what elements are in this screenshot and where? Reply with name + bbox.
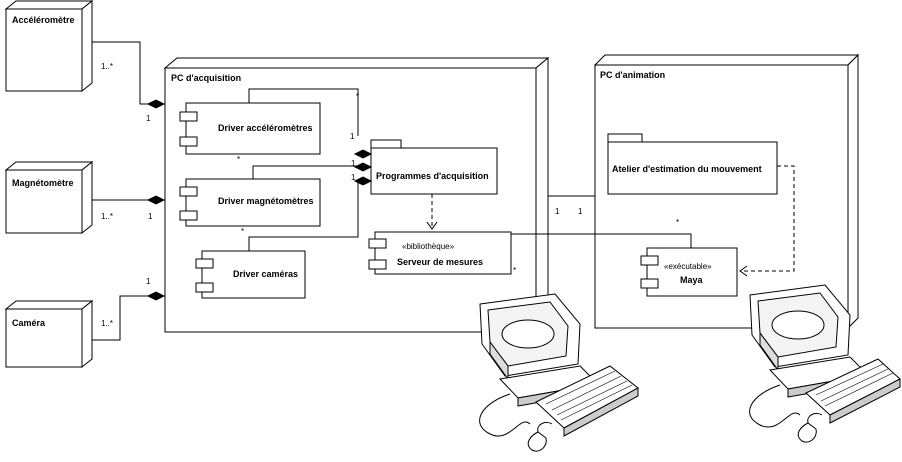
node-title: Caméra — [12, 318, 46, 328]
computer-workstation-icon — [479, 293, 639, 452]
multiplicity: 1 — [578, 207, 583, 216]
driver-connections — [248, 88, 359, 251]
multiplicity: 1 — [148, 212, 153, 221]
multiplicity-labels: 1..* 1 1..* 1 1..* 1 * 1 1 1 * * 1 1 * * — [101, 62, 679, 328]
dependency-programmes-serveur — [426, 194, 438, 230]
connection-accelerometre — [92, 41, 156, 105]
multiplicity: * — [676, 218, 679, 227]
multiplicity: 1 — [555, 207, 560, 216]
programmes-diamonds — [353, 149, 373, 186]
component-name: Driver accéléromètres — [218, 123, 313, 133]
component-name: Driver magnétomètres — [218, 196, 314, 206]
component-name: Maya — [680, 275, 704, 285]
node-accelerometre: Accéléromètre — [4, 0, 94, 93]
multiplicity: 1 — [146, 277, 151, 286]
multiplicity: 1..* — [101, 212, 113, 221]
component-maya: «exécutable» Maya — [640, 247, 738, 297]
node-title: PC d'acquisition — [171, 73, 241, 83]
package-atelier-estimation: Atelier d'estimation du mouvement — [607, 133, 778, 195]
multiplicity: 1 — [351, 159, 356, 168]
multiplicity: 1 — [351, 173, 356, 182]
computer-workstation-icon — [749, 284, 901, 443]
multiplicity: * — [356, 92, 359, 101]
component-stereotype: «exécutable» — [664, 262, 712, 271]
multiplicity: 1 — [146, 114, 151, 123]
node-title: Accéléromètre — [12, 15, 75, 25]
dependency-atelier-maya — [739, 165, 795, 277]
link-serveur-maya — [510, 233, 692, 253]
node-title: PC d'animation — [600, 70, 665, 80]
package-programmes-acquisition: Programmes d'acquisition — [370, 139, 498, 195]
multiplicity: 1 — [350, 132, 355, 141]
package-name: Programmes d'acquisition — [376, 171, 489, 181]
component-stereotype: «bibliothèque» — [402, 242, 455, 251]
multiplicity: 1..* — [101, 319, 113, 328]
connection-camera — [92, 295, 156, 341]
node-title: Magnétomètre — [12, 178, 74, 188]
multiplicity: * — [241, 227, 244, 236]
connection-driver-camera — [248, 181, 359, 251]
multiplicity: 1..* — [101, 62, 113, 71]
component-name: Driver caméras — [233, 269, 298, 279]
multiplicity: * — [237, 155, 240, 164]
node-camera: Caméra — [4, 299, 94, 369]
package-name: Atelier d'estimation du mouvement — [612, 164, 762, 174]
component-driver-magnetometres: Driver magnétomètres — [179, 178, 321, 227]
connection-driver-magneto — [252, 165, 358, 179]
sensor-connections — [92, 41, 156, 341]
aggregation-diamonds — [146, 99, 166, 301]
connection-driver-accel — [248, 88, 359, 136]
network-links — [510, 195, 692, 253]
component-name: Serveur de mesures — [397, 257, 483, 267]
multiplicity: * — [513, 266, 516, 275]
node-magnetometre: Magnétomètre — [4, 160, 94, 235]
component-serveur-mesures: «bibliothèque» Serveur de mesures — [368, 231, 512, 275]
component-driver-accelerometres: Driver accéléromètres — [179, 102, 321, 155]
component-driver-cameras: Driver caméras — [195, 250, 306, 299]
